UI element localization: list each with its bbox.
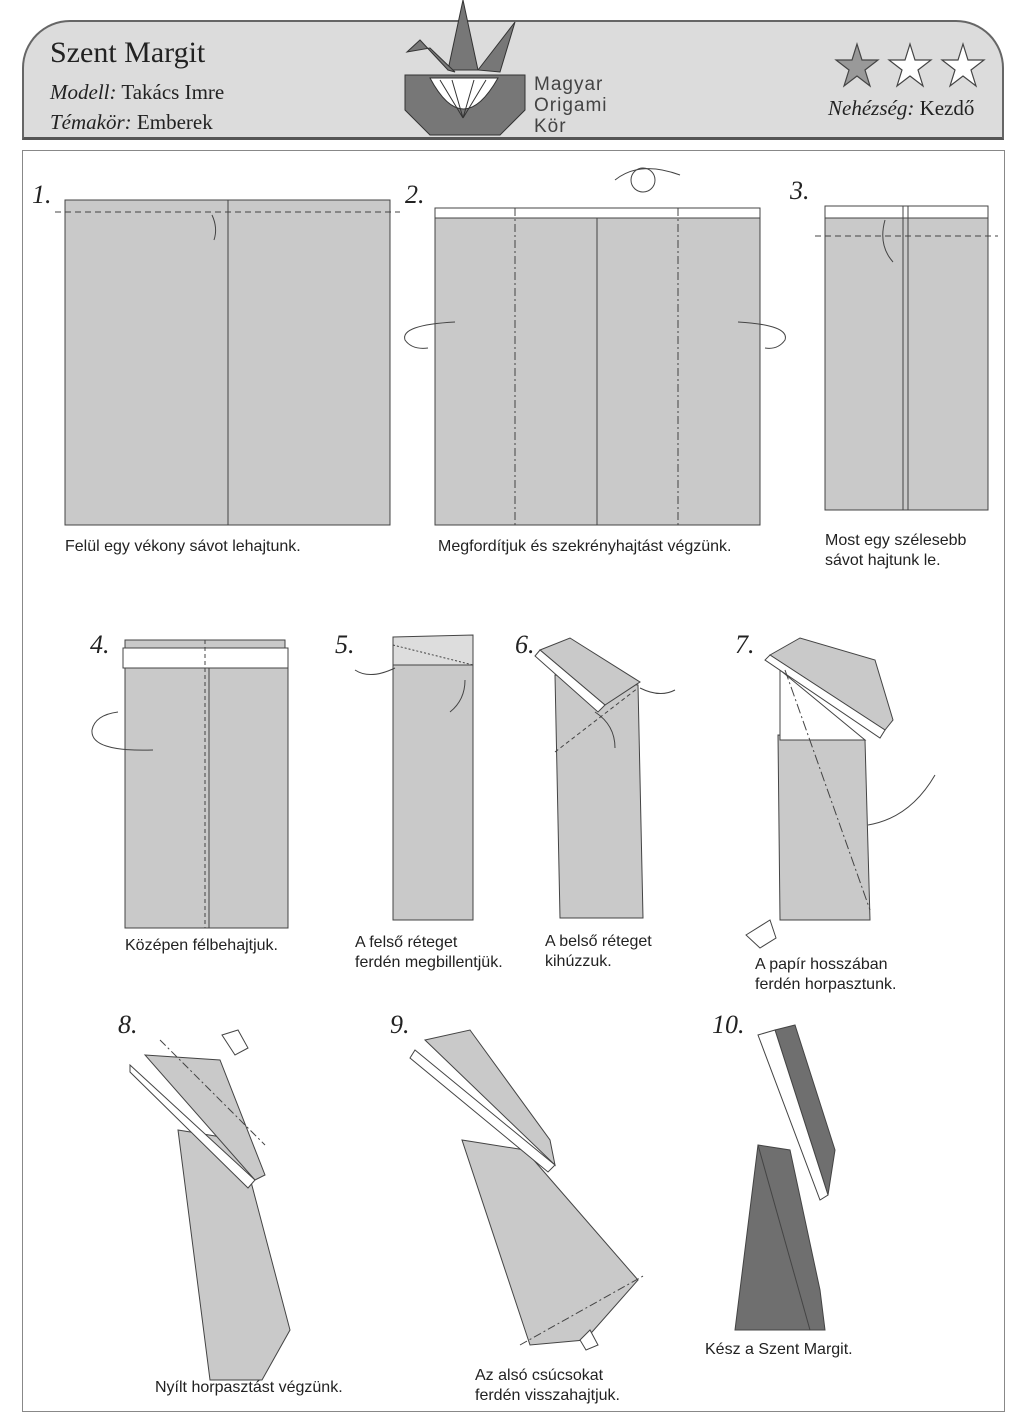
step-4-diagram	[91, 639, 289, 929]
topic-value: Emberek	[136, 110, 213, 134]
step-caption: A papír hosszában ferdén horpasztunk.	[755, 955, 896, 995]
step-number: 3.	[790, 176, 810, 205]
model-line: Modell: Takács Imre	[50, 80, 224, 105]
topic-line: Témakör: Emberek	[50, 110, 213, 135]
step-1-diagram	[55, 199, 400, 526]
step-number: 4.	[90, 630, 110, 659]
logo-line: Origami	[534, 95, 608, 116]
step-number: 8.	[118, 1010, 138, 1039]
logo-line: Magyar	[534, 74, 604, 95]
step-9-diagram	[409, 1029, 646, 1351]
pull-arrow-icon	[639, 687, 676, 694]
step-number: 5.	[335, 630, 355, 659]
fold-arrow-icon	[594, 711, 616, 749]
valley-arrow-icon	[737, 321, 786, 349]
caption-line: A felső réteget	[355, 934, 458, 951]
difficulty-value: Kezdő	[919, 96, 975, 120]
star-filled-icon	[834, 41, 880, 88]
topic-label: Témakör:	[50, 110, 132, 134]
step-caption: Az alsó csúcsokat ferdén visszahajtjuk.	[475, 1366, 620, 1406]
valley-arrow-icon	[404, 321, 456, 349]
content-frame	[22, 150, 1005, 1412]
step-6-diagram	[534, 637, 676, 919]
step-caption: Megfordítjuk és szekrényhajtást végzünk.	[438, 538, 732, 555]
caption-line: sávot hajtunk le.	[825, 552, 941, 569]
step-caption: Középen félbehajtjuk.	[125, 937, 278, 954]
step-number: 7.	[735, 630, 755, 659]
star-empty-icon	[887, 41, 933, 88]
caption-line: A papír hosszában	[755, 956, 888, 973]
step-7-diagram	[745, 637, 936, 949]
fold-arrow-icon	[579, 1329, 599, 1351]
step-number: 2.	[405, 180, 425, 209]
logo-text: Magyar Origami Kör	[534, 74, 608, 137]
fold-arrow-icon	[882, 219, 894, 263]
difficulty-stars	[834, 41, 986, 88]
step-caption: Most egy szélesebb sávot hajtunk le.	[825, 531, 966, 571]
sink-arrow-icon	[867, 774, 936, 826]
fold-arrow-icon	[449, 679, 466, 713]
difficulty-line: Nehézség: Kezdő	[828, 96, 974, 121]
step-8-diagram	[129, 1029, 291, 1381]
model-value: Takács Imre	[121, 80, 225, 104]
difficulty-label: Nehézség:	[828, 96, 915, 120]
push-arrow-icon	[745, 919, 777, 949]
step-2-diagram	[404, 167, 786, 526]
turn-over-icon	[630, 167, 656, 193]
mountain-arrow-icon	[91, 711, 154, 751]
step-10-diagram	[734, 1024, 836, 1331]
fold-arrow-icon	[354, 667, 396, 675]
caption-line: ferdén visszahajtjuk.	[475, 1387, 620, 1404]
step-caption: A felső réteget ferdén megbillentjük.	[355, 933, 503, 973]
step-number: 9.	[390, 1010, 410, 1039]
step-caption: Kész a Szent Margit.	[705, 1341, 853, 1358]
step-number: 1.	[32, 180, 52, 209]
caption-line: kihúzzuk.	[545, 953, 612, 970]
caption-line: Most egy szélesebb	[825, 532, 967, 549]
crane-logo-icon	[404, 0, 526, 136]
page-title: Szent Margit	[50, 36, 206, 69]
model-label: Modell:	[50, 80, 117, 104]
caption-line: ferdén horpasztunk.	[755, 976, 897, 993]
step-3-diagram	[815, 205, 998, 511]
caption-line: Az alsó csúcsokat	[475, 1367, 604, 1384]
star-empty-icon	[940, 41, 986, 88]
fold-arrow-icon	[211, 214, 217, 241]
step-number: 6.	[515, 630, 535, 659]
logo-line: Kör	[534, 116, 567, 137]
step-5-diagram	[354, 634, 474, 921]
caption-line: A belső réteget	[545, 933, 652, 950]
step-number: 10.	[712, 1010, 745, 1039]
step-caption: Nyílt horpasztást végzünk.	[155, 1379, 343, 1396]
push-arrow-icon	[221, 1029, 249, 1056]
step-caption: A belső réteget kihúzzuk.	[545, 932, 652, 972]
step-caption: Felül egy vékony sávot lehajtunk.	[65, 538, 301, 555]
caption-line: ferdén megbillentjük.	[355, 954, 503, 971]
